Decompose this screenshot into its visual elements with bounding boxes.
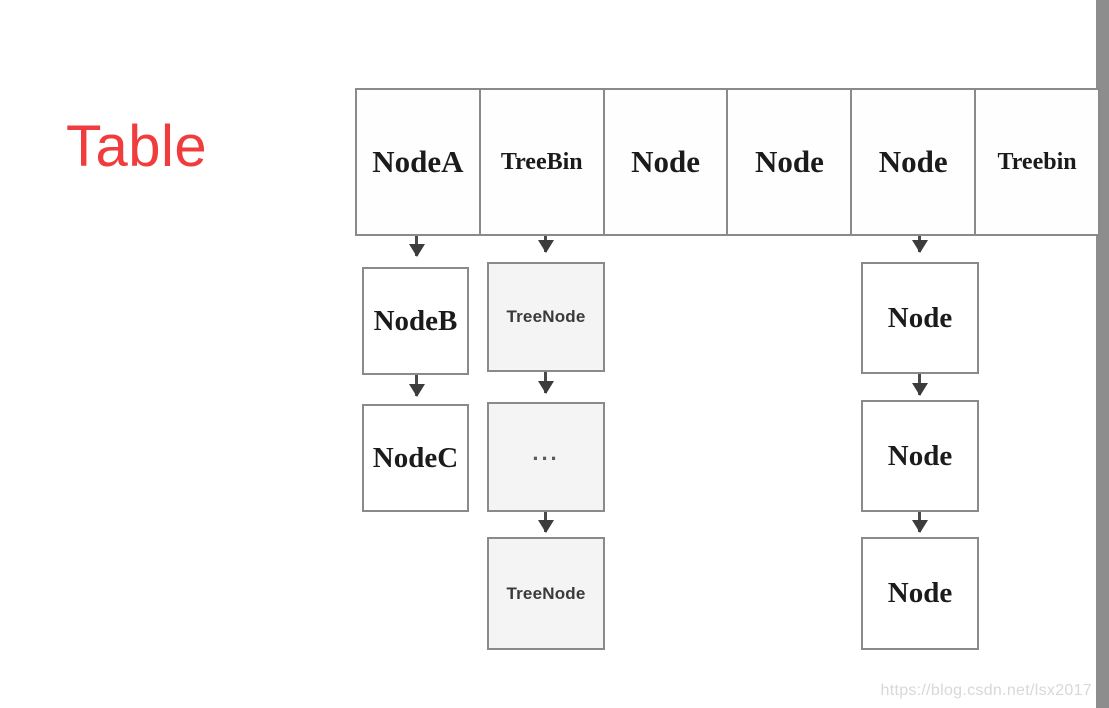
bucket-cell-5: Treebin <box>976 90 1100 234</box>
node-box-nodec: NodeC <box>362 404 469 512</box>
node-box-nodeb: NodeB <box>362 267 469 375</box>
node-box-ellipsis: ... <box>487 402 605 512</box>
arrow-right-2-to-3 <box>918 512 921 532</box>
bucket-array-table: NodeA TreeBin Node Node Node Treebin <box>355 88 1100 236</box>
page-title: Table <box>66 114 208 179</box>
node-box-treenode-bottom: TreeNode <box>487 537 605 650</box>
bucket-cell-label: Node <box>754 144 824 179</box>
bucket-cell-1: TreeBin <box>480 90 605 234</box>
node-box-label: TreeNode <box>506 583 586 603</box>
watermark-text: https://blog.csdn.net/lsx2017 <box>880 682 1092 699</box>
arrow-bucket4-to-node <box>918 236 921 252</box>
arrow-ellipsis-to-treenode <box>544 512 547 532</box>
bucket-cell-label: Node <box>878 144 948 179</box>
bucket-cell-label: NodeA <box>372 144 464 179</box>
arrow-nodeb-to-nodec <box>415 375 418 396</box>
arrow-right-1-to-2 <box>918 374 921 395</box>
bucket-cell-3: Node <box>728 90 853 234</box>
node-box-treenode-top: TreeNode <box>487 262 605 372</box>
node-box-label: Node <box>887 577 953 609</box>
node-box-right-2: Node <box>861 400 979 512</box>
arrow-treenode-to-ellipsis <box>544 372 547 393</box>
node-box-label: NodeC <box>372 441 459 474</box>
node-box-label: Node <box>887 439 953 472</box>
arrow-bucket0-to-nodeb <box>415 236 418 256</box>
node-box-right-3: Node <box>861 537 979 650</box>
bucket-cell-label: Node <box>631 144 701 179</box>
node-box-label: NodeB <box>373 304 458 337</box>
bucket-cell-2: Node <box>604 90 729 234</box>
node-box-label: Node <box>887 301 953 334</box>
bucket-cell-4: Node <box>852 90 977 234</box>
bucket-cell-label: TreeBin <box>500 148 583 175</box>
node-box-right-1: Node <box>861 262 979 374</box>
arrow-bucket1-to-treenode <box>544 236 547 252</box>
bucket-cell-0: NodeA <box>357 90 481 234</box>
bucket-cell-label: Treebin <box>997 148 1077 175</box>
node-box-label: TreeNode <box>506 307 586 326</box>
node-box-label: ... <box>532 440 560 465</box>
